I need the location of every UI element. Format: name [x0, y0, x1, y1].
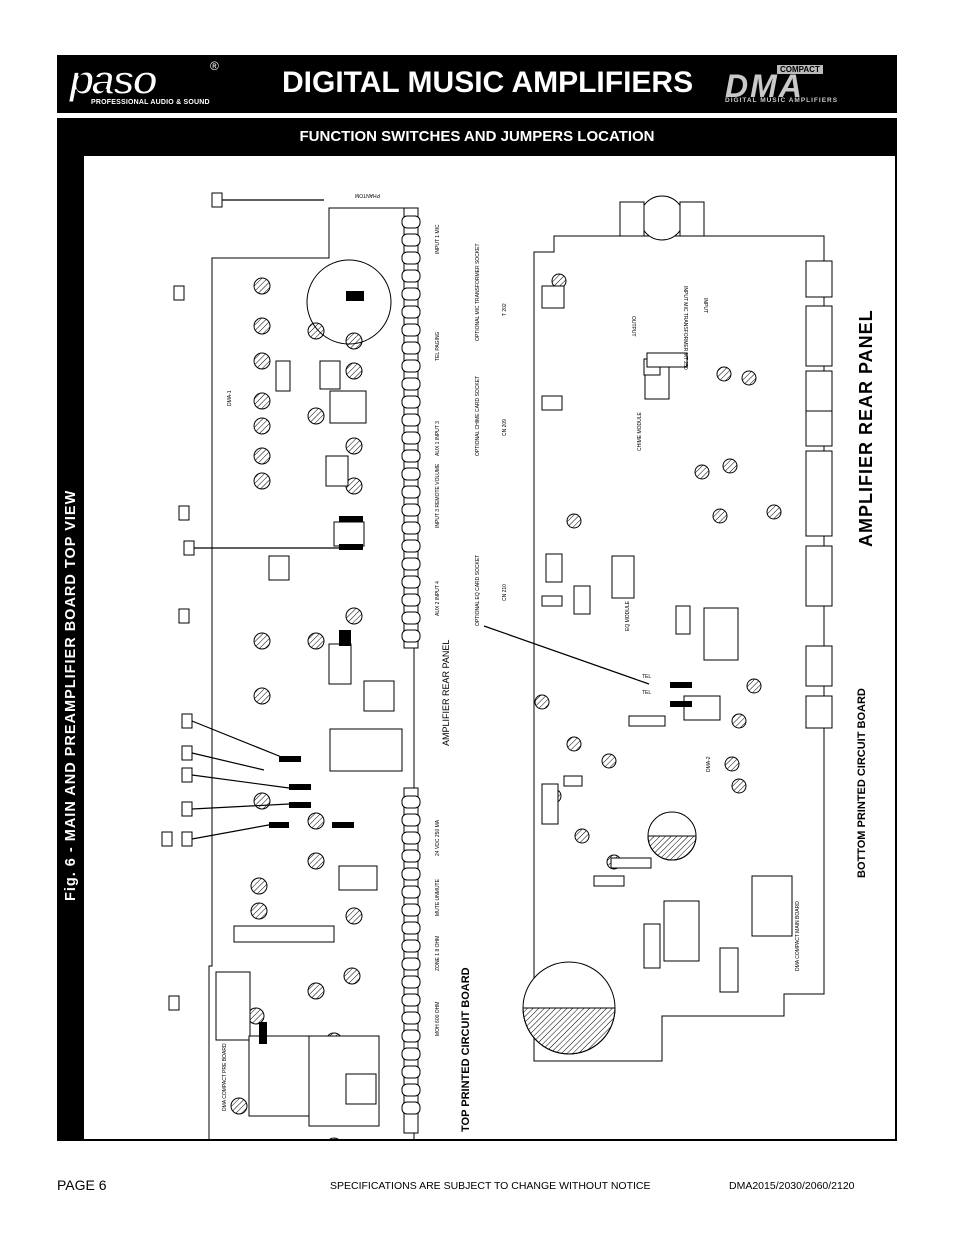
phantom-label: PHANTOM [355, 192, 380, 198]
dma1-label: DMA-1 [227, 390, 233, 406]
remote-volume-label: INPUT 3 REMOTE VOLUME [435, 463, 441, 528]
bottom-board [533, 235, 825, 1062]
amplifier-rear-panel-label: AMPLIFIER REAR PANEL [856, 309, 876, 547]
main-board-label: DMA COMPACT MAIN BOARD [795, 901, 801, 971]
bottom-switches [670, 682, 692, 707]
figure-label: Fig. 6 - MAIN AND PREAMPLIFIER BOARD TOP… [63, 489, 79, 901]
paso-logo: paso PROFESSIONAL AUDIO & SOUND [67, 56, 217, 109]
aux2-input4-label: AUX 2 INPUT 4 [435, 581, 441, 616]
input-1-mic-label: INPUT 1 MIC [435, 224, 441, 254]
top-ics [215, 360, 403, 1127]
tel-paging-label: TEL PAGING [435, 331, 441, 361]
callout-arrows [191, 199, 339, 840]
cn209-label: CN 209 [502, 419, 508, 436]
eq-socket-label: OPTIONAL EQ CARD SOCKET [475, 555, 481, 626]
logo-subtitle: PROFESSIONAL AUDIO & SOUND [91, 99, 210, 106]
page-number: PAGE 6 [57, 1177, 107, 1193]
zone-label: ZONE 1 8 OHM [435, 936, 441, 971]
top-capacitors [230, 277, 363, 1139]
terminal-knobs [401, 215, 421, 1115]
brand-name: DMA [725, 68, 804, 104]
mute-label: MUTE UNMUTE [435, 878, 441, 916]
dma-brand-logo: DMA COMPACT DIGITAL MUSIC AMPLIFIERS [725, 65, 861, 105]
footer-models: DMA2015/2030/2060/2120 [729, 1180, 855, 1192]
footer-notice: SPECIFICATIONS ARE SUBJECT TO CHANGE WIT… [330, 1180, 651, 1192]
brand-subtitle: DIGITAL MUSIC AMPLIFIERS [725, 97, 839, 104]
pre-board-label: DMA COMPACT PRE BOARD [222, 1043, 228, 1111]
bottom-board-label: BOTTOM PRINTED CIRCUIT BOARD [856, 688, 868, 878]
figure-label-bar: Fig. 6 - MAIN AND PREAMPLIFIER BOARD TOP… [57, 156, 84, 1141]
bottom-capacitors [534, 273, 782, 870]
output-label: OUTPUT [630, 316, 636, 337]
input-label: INPUT [702, 298, 708, 313]
tel-label: TEL [642, 674, 651, 680]
chime-module-label: CHIME MODULE [637, 411, 643, 451]
power-label: 24 VDC 250 MA [435, 819, 441, 856]
top-switches [259, 291, 364, 1044]
dma2-label: DMA-2 [706, 756, 712, 772]
mic-transformer-socket-label: OPTIONAL MIC TRANSFORMER SOCKET [475, 243, 481, 341]
header-bar: paso PROFESSIONAL AUDIO & SOUND ® DIGITA… [57, 55, 897, 113]
logo-wordmark: paso [68, 56, 159, 103]
document-title: DIGITAL MUSIC AMPLIFIERS [282, 66, 694, 99]
transformer-label: INPUT MIC TRANSFORMER MT 250 [682, 286, 688, 370]
aux1-input3-label: AUX 1 INPUT 3 [435, 421, 441, 456]
section-bar: FUNCTION SWITCHES AND JUMPERS LOCATION [57, 118, 897, 156]
amplifier-rear-panel-small-label: AMPLIFIER REAR PANEL [441, 639, 451, 746]
section-title: FUNCTION SWITCHES AND JUMPERS LOCATION [299, 128, 655, 145]
eq-module-label: EQ MODULE [625, 600, 631, 631]
bottom-connectors [805, 260, 833, 729]
tel-label-2: TEL [642, 690, 651, 696]
moh-label: MOH 600 OHM [435, 1002, 441, 1036]
left-callouts [161, 192, 223, 1011]
t202-label: T 202 [502, 303, 508, 316]
figure-frame [84, 156, 897, 1141]
brand-compact: COMPACT [777, 65, 823, 74]
circuit-diagram: PHANTOM DMA-1 DMA-2 OUTPUT INPUT INPUT M… [161, 192, 833, 1139]
top-board-label: TOP PRINTED CIRCUIT BOARD [460, 967, 472, 1132]
bottom-ics [541, 285, 793, 993]
cn210-label: CN 210 [502, 584, 508, 601]
registered-mark: ® [210, 59, 219, 73]
chime-socket-label: OPTIONAL CHIME CARD SOCKET [475, 376, 481, 456]
